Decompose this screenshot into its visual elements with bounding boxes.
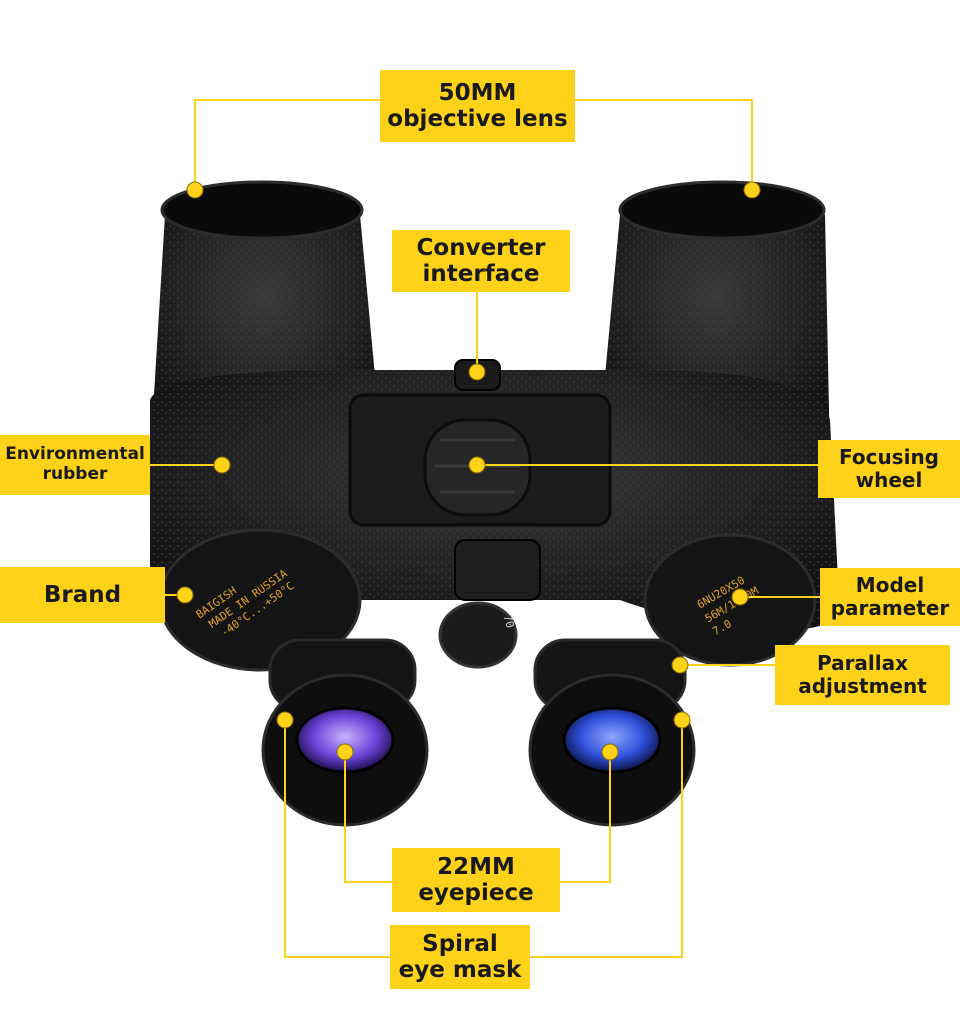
label-environmental-rubber-line2: rubber <box>42 464 108 484</box>
leader-objective-left <box>194 99 380 190</box>
dot-converter <box>468 363 486 381</box>
dot-eyepiece-right <box>601 743 619 761</box>
label-eyepiece: 22MM eyepiece <box>392 848 560 912</box>
dot-parallax <box>671 656 689 674</box>
label-converter-interface-line2: interface <box>422 261 540 287</box>
dot-focusing <box>468 456 486 474</box>
label-parallax-adjustment-line1: Parallax <box>816 651 909 675</box>
label-model-parameter-line1: Model <box>855 573 925 597</box>
leader-eyemask-left <box>284 720 390 958</box>
label-eye-mask-line2: eye mask <box>398 957 522 983</box>
dot-objective-right <box>743 181 761 199</box>
dot-eyepiece-left <box>336 743 354 761</box>
right-eyecup <box>528 638 696 827</box>
label-focusing-wheel-line2: wheel <box>855 468 923 492</box>
dot-brand <box>176 586 194 604</box>
label-eyepiece-line2: eyepiece <box>418 880 534 906</box>
label-converter-interface-line1: Converter <box>416 234 546 261</box>
label-brand: Brand <box>0 567 165 623</box>
label-parallax-adjustment-line2: adjustment <box>798 674 927 698</box>
label-objective-lens: 50MM objective lens <box>380 70 575 142</box>
leader-objective-right <box>570 99 753 190</box>
label-converter-interface: Converter interface <box>392 230 570 292</box>
label-objective-lens-line1: 50MM <box>438 79 517 106</box>
label-brand-line1: Brand <box>43 581 122 608</box>
dot-model <box>731 588 749 606</box>
dot-eyemask-right <box>673 711 691 729</box>
leader-eyepiece-left <box>344 752 395 883</box>
leader-eyepiece-right <box>560 752 611 883</box>
dot-rubber <box>213 456 231 474</box>
leader-lines <box>150 99 820 958</box>
callout-dots <box>176 181 761 761</box>
label-eyepiece-line1: 22MM <box>437 853 515 880</box>
label-environmental-rubber: Environmental rubber <box>0 435 150 495</box>
label-environmental-rubber-line1: Environmental <box>5 444 145 465</box>
center-hinge <box>438 539 541 669</box>
label-focusing-wheel-line1: Focusing <box>839 445 939 469</box>
label-focusing-wheel: Focusing wheel <box>818 440 960 498</box>
label-eye-mask: Spiral eye mask <box>390 925 530 989</box>
dot-objective-left <box>186 181 204 199</box>
label-model-parameter-line2: parameter <box>830 596 950 620</box>
label-model-parameter: Model parameter <box>820 568 960 626</box>
label-objective-lens-line2: objective lens <box>387 106 568 132</box>
label-eye-mask-line1: Spiral <box>422 930 498 957</box>
leader-eyemask-right <box>530 720 683 958</box>
label-parallax-adjustment: Parallax adjustment <box>775 645 950 705</box>
wheel-number-print: 70 <box>501 613 517 629</box>
dot-eyemask-left <box>276 711 294 729</box>
